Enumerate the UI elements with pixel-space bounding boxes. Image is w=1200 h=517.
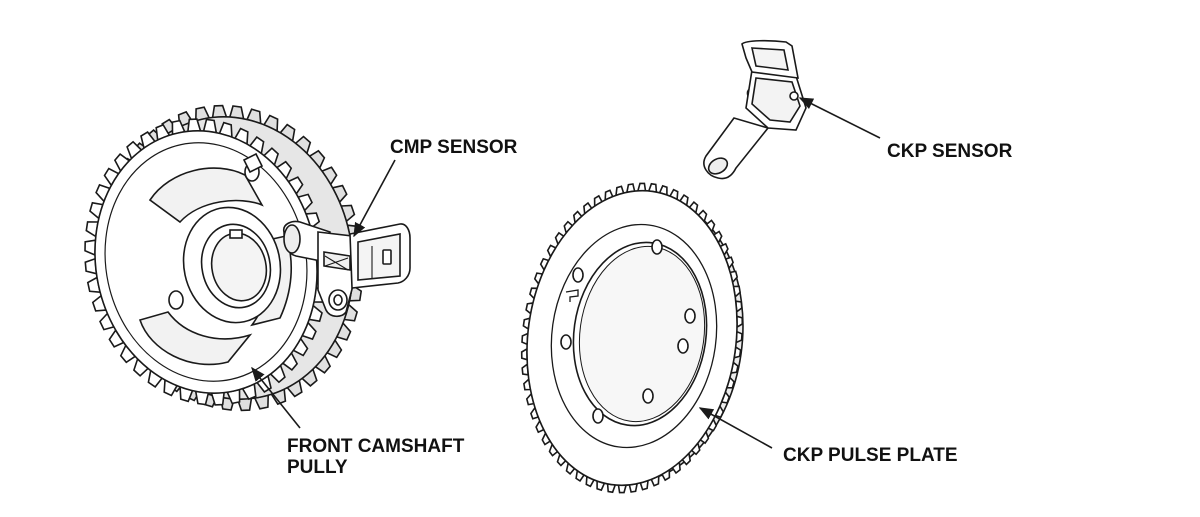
cmp-sensor-label: CMP SENSOR [390,137,517,158]
leader-lines [251,97,881,449]
front-camshaft-pulley [84,104,364,412]
ckp-pulse-plate-label-text: CKP PULSE PLATE [783,445,958,466]
front-camshaft-pulley-leader [251,366,301,429]
pulley-teeth [84,118,328,406]
cmp-sensor [282,220,411,318]
front-camshaft-pulley-label: FRONT CAMSHAFT PULLY [287,436,464,478]
ckp-sensor-leader [798,97,881,139]
pulse-plate-tooth [617,484,628,494]
cmp-sensor-label-text: CMP SENSOR [390,137,518,158]
ckp-sensor-label: CKP SENSOR [887,141,1012,162]
cmp-sensor-leader [353,159,396,238]
pulse-plate-tooth [636,182,647,192]
front-camshaft-pulley-label-line-1: FRONT CAMSHAFT [287,436,465,457]
ckp-sensor [703,39,807,180]
pulley-rear-tooth [211,104,228,119]
ckp-pulse-plate [520,182,744,494]
ckp-pulse-plate-leader [698,407,773,449]
ckp-sensor-label-text: CKP SENSOR [887,141,1013,162]
front-camshaft-pulley-label-line-2: PULLY [287,457,348,478]
ckp-pulse-plate-label: CKP PULSE PLATE [783,445,958,466]
pulley-tooth [84,239,97,257]
